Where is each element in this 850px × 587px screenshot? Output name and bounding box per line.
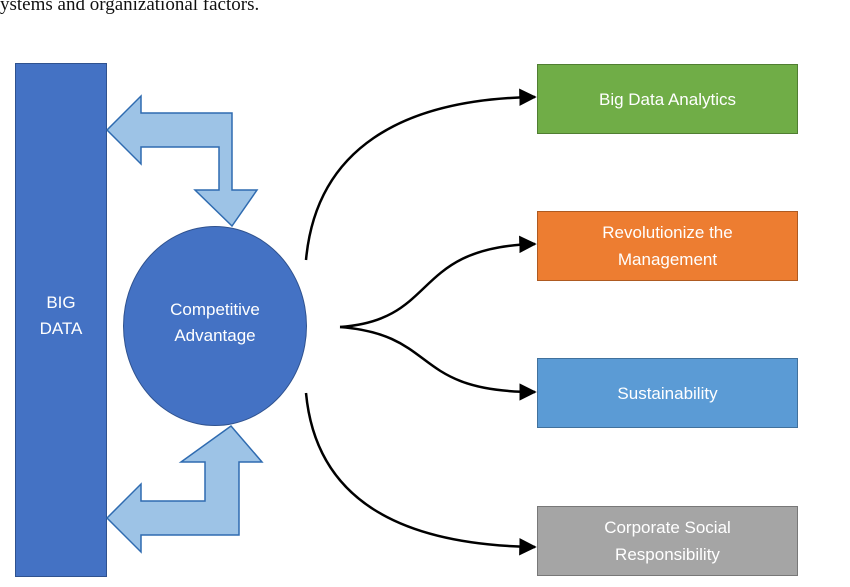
competitive-advantage-line1: Competitive — [170, 300, 260, 319]
big-data-label: BIG DATA — [15, 290, 107, 342]
big-data-analytics-box: Big Data Analytics — [537, 64, 798, 134]
box-3-line1: Sustainability — [617, 383, 718, 403]
caption-text: ystems and organizational factors. — [0, 0, 260, 15]
top-bent-arrow — [105, 94, 259, 228]
box-4-line2: Responsibility — [615, 545, 720, 564]
box-1-line1: Big Data Analytics — [598, 89, 736, 109]
box-2-line2: Management — [617, 250, 718, 269]
big-data-label-line2: DATA — [39, 319, 83, 338]
box-4-line1: Corporate Social — [604, 518, 731, 537]
competitive-advantage-circle — [123, 226, 307, 426]
box-2-line1: Revolutionize the — [602, 223, 733, 242]
competitive-advantage-label: Competitive Advantage — [123, 297, 307, 349]
competitive-advantage-line2: Advantage — [174, 326, 256, 345]
revolutionize-management-box: Revolutionize the Management — [537, 211, 798, 281]
sustainability-box: Sustainability — [537, 358, 798, 428]
corporate-social-responsibility-box: Corporate Social Responsibility — [537, 506, 798, 576]
connector-to-sustainability — [339, 325, 537, 401]
big-data-bar — [15, 63, 107, 577]
connector-to-revolutionize — [339, 235, 537, 329]
connector-to-csr — [304, 392, 537, 556]
big-data-label-line1: BIG — [46, 293, 76, 312]
connector-to-big-data-analytics — [304, 88, 537, 261]
bottom-bent-arrow — [105, 424, 264, 554]
